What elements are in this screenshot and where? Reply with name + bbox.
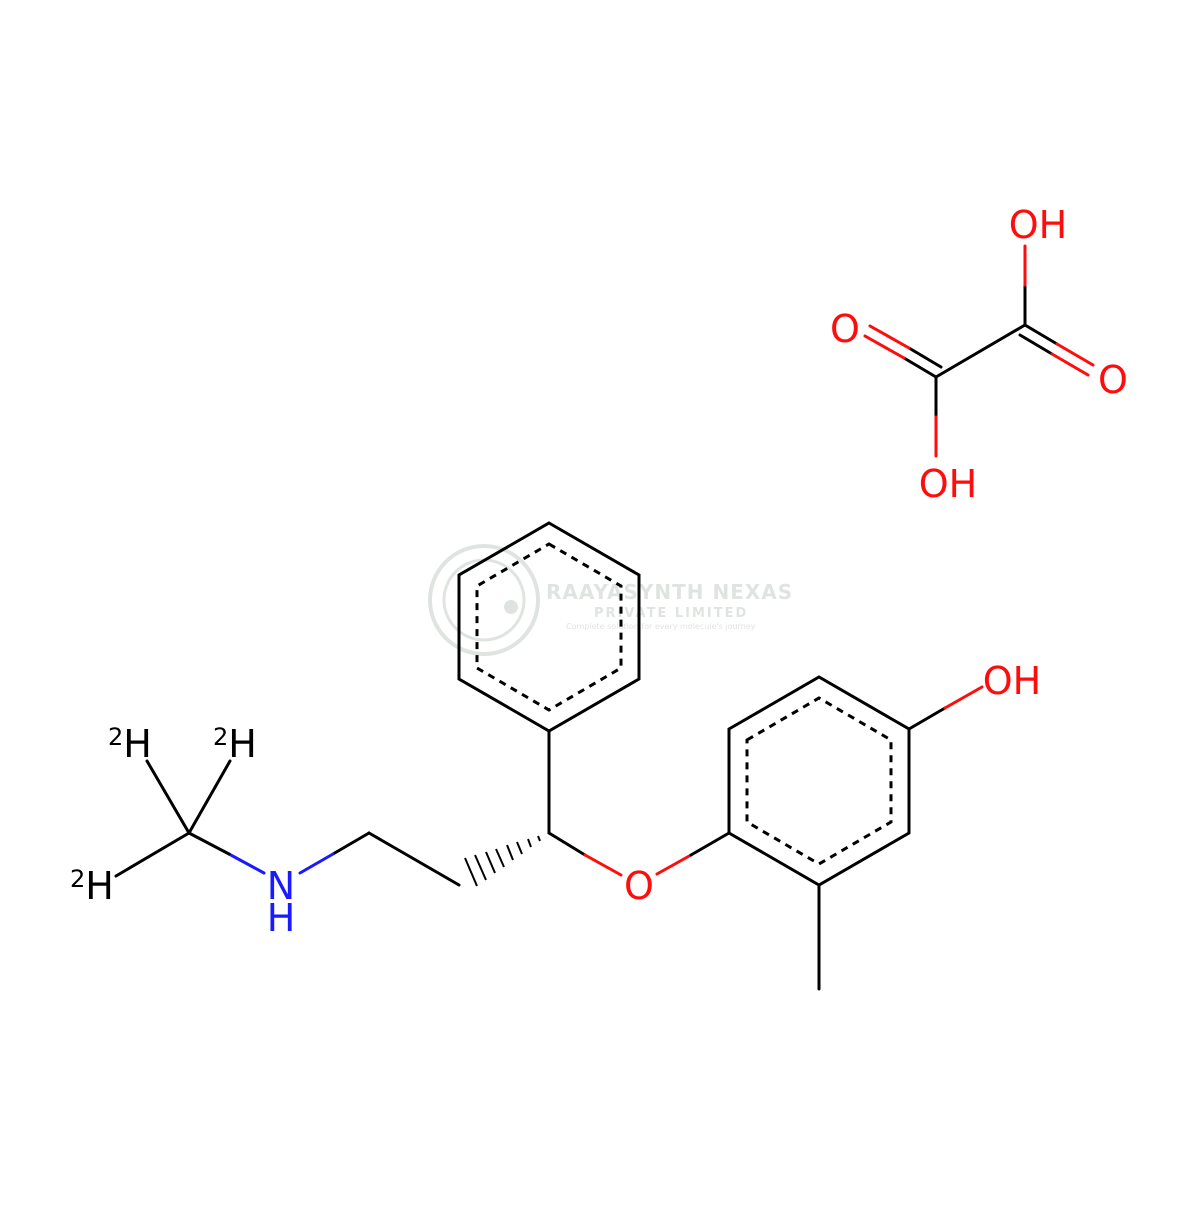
phenyl-ring-aromatic-inner [475, 542, 623, 712]
atom-oxalic-o-right: O [1098, 358, 1128, 402]
bond-c-o-left-2 [907, 346, 943, 369]
bond-chain-2-blue [298, 852, 335, 875]
oxalic-acid: OH O O OH [830, 203, 1128, 506]
bond-c-o-right-2-red [1050, 352, 1090, 377]
bond-cd3-d1 [145, 759, 191, 835]
bond-cd3-d2 [187, 759, 232, 835]
bond-chiral-o-red [583, 853, 623, 877]
atom-oxalic-o-left: O [830, 307, 860, 351]
atom-amine-n: N [267, 864, 295, 908]
phenol-ring [727, 675, 911, 887]
atom-oxalic-oh-top: OH [1009, 203, 1067, 247]
bond-o-aryl [689, 831, 731, 857]
bond-c-c-oxalic [934, 323, 1027, 379]
bond-ring-oh-red [943, 685, 984, 710]
atom-phenol-oh: OH [983, 659, 1041, 703]
atom-deuterium-3: 2H [70, 864, 114, 908]
atom-amine-h: H [267, 896, 296, 940]
watermark-logo-inner [442, 558, 526, 642]
watermark-title: RAAYASYNTH NEXAS [546, 580, 793, 604]
bond-chain-1 [367, 831, 461, 887]
bond-c-o-right-1 [1023, 323, 1059, 346]
stereo-hash-wedge [464, 833, 550, 887]
atom-deuterium-1: 2H [108, 722, 152, 766]
phenol-ring-aromatic-inner [745, 696, 893, 866]
bond-c-o-left-1 [902, 356, 938, 379]
bond-chain-2 [331, 831, 371, 856]
watermark-tagline: Complete solution for every molecule's j… [566, 622, 756, 631]
bond-n-cd3-blue [227, 852, 266, 875]
bond-c-o-left-1-red [863, 334, 906, 360]
bond-cd3-d3 [114, 831, 191, 878]
watermark-logo-dot [504, 600, 518, 614]
bond-o-aryl-red [655, 853, 693, 876]
bond-n-cd3 [187, 831, 231, 856]
bond-c-o-left-2-red [868, 324, 911, 350]
atom-oxalic-oh-bottom: OH [919, 462, 977, 506]
bond-ring-oh [907, 706, 947, 731]
bond-chiral-o [547, 831, 587, 857]
watermark-logo-ring [428, 544, 540, 656]
watermark-subtitle: PRIVATE LIMITED [594, 606, 748, 621]
bond-c-o-right-2 [1018, 333, 1054, 356]
phenol-ring-outer [727, 675, 911, 887]
bond-c-o-right-1-red [1055, 342, 1095, 367]
atom-deuterium-2: 2H [213, 722, 257, 766]
watermark: RAAYASYNTH NEXAS PRIVATE LIMITED Complet… [428, 544, 793, 656]
atom-ether-o: O [624, 864, 654, 908]
